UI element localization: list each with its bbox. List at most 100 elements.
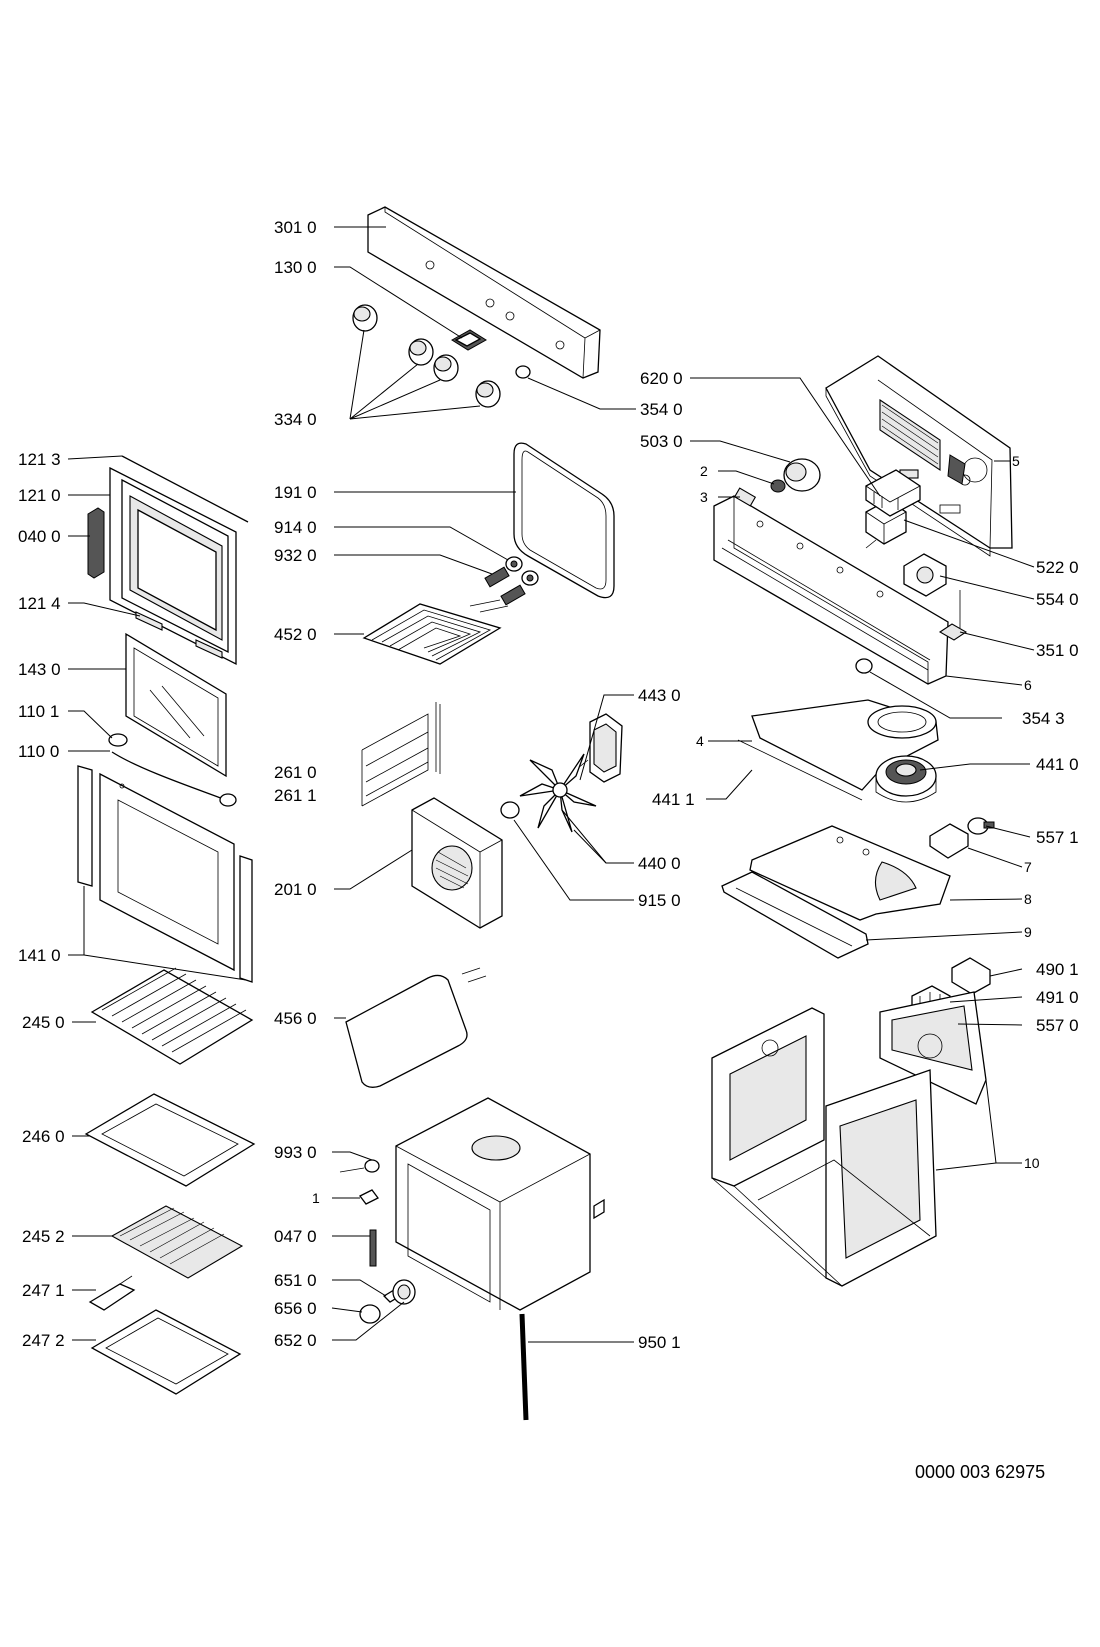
callout-247-1: 247 1 (22, 1281, 65, 1300)
baking-tray-246 (84, 1093, 256, 1187)
bracket-7 (929, 823, 969, 859)
callout-440-0: 440 0 (638, 854, 681, 873)
callout-452-0: 452 0 (274, 625, 317, 644)
callout-652-0: 652 0 (274, 1331, 317, 1350)
callout-620-0: 620 0 (640, 369, 683, 388)
part-490-1 (951, 957, 991, 995)
callout-7: 7 (1024, 859, 1032, 875)
clip-1 (359, 1189, 379, 1205)
callout-441-0: 441 0 (1036, 755, 1079, 774)
callout-522-0: 522 0 (1036, 558, 1079, 577)
callout-490-1: 490 1 (1036, 960, 1079, 979)
door-seal-110 (111, 751, 237, 807)
door-lock-993 (339, 1159, 380, 1173)
callout-456-0: 456 0 (274, 1009, 317, 1028)
callout-354-0: 354 0 (640, 400, 683, 419)
top-cover-electronics (825, 355, 1013, 557)
grill-grid-245-2 (110, 1205, 244, 1279)
callout-351-0: 351 0 (1036, 641, 1079, 660)
callout-191-0: 191 0 (274, 483, 317, 502)
callout-354-3: 354 3 (1022, 709, 1065, 728)
pin-047 (369, 1229, 377, 1267)
callout-110-1: 110 1 (18, 702, 59, 721)
control-knobs (352, 304, 501, 408)
callout-121-4: 121 4 (18, 594, 61, 613)
callout-301-0: 301 0 (274, 218, 317, 237)
callout-10: 10 (1024, 1155, 1040, 1171)
callout-915-0: 915 0 (638, 891, 681, 910)
wire-shelf-245-0 (90, 967, 254, 1065)
thermostat-554 (903, 553, 961, 628)
callout-9: 9 (1024, 924, 1032, 940)
callout-557-1: 557 1 (1036, 828, 1079, 847)
indicator-switch (451, 329, 487, 351)
control-panel-fascia (367, 206, 601, 379)
fan-441 (875, 755, 937, 803)
seal-strip-950 (519, 1313, 529, 1421)
leader-lines (67, 226, 1035, 1343)
callout-110-0: 110 0 (18, 742, 59, 761)
callout-4: 4 (696, 733, 704, 749)
part-2-bushing (770, 479, 786, 493)
deep-tray-247-2 (90, 1309, 242, 1395)
callout-246-0: 246 0 (22, 1127, 65, 1146)
callout-557-0: 557 0 (1036, 1016, 1079, 1035)
door-gasket-191 (513, 442, 615, 599)
callout-261-0: 261 0 (274, 763, 317, 782)
shelf-rails-261 (361, 702, 441, 807)
callout-047-0: 047 0 (274, 1227, 317, 1246)
tray-handle-247-1 (88, 1275, 136, 1311)
fan-housing-4 (737, 699, 939, 801)
grill-element-452 (362, 599, 509, 665)
callout-141-0: 141 0 (18, 946, 61, 965)
callout-245-0: 245 0 (22, 1013, 65, 1032)
cabinet-shell-10 (711, 991, 987, 1287)
callout-6: 6 (1024, 677, 1032, 693)
door-inner-frame (109, 455, 249, 666)
callout-labels: 301 0 130 0 334 0 354 0 620 0 503 0 2 3 … (18, 218, 1079, 1352)
callout-121-3: 121 3 (18, 450, 61, 469)
callout-656-0: 656 0 (274, 1299, 317, 1318)
callout-245-2: 245 2 (22, 1227, 65, 1246)
button-354-0 (515, 365, 531, 379)
callout-503-0: 503 0 (640, 432, 683, 451)
callout-443-0: 443 0 (638, 686, 681, 705)
hinge-040 (87, 507, 105, 579)
oven-cavity (395, 1097, 605, 1311)
thermostat-557-1 (967, 817, 995, 835)
callout-993-0: 993 0 (274, 1143, 317, 1162)
callout-8: 8 (1024, 891, 1032, 907)
callout-130-0: 130 0 (274, 258, 317, 277)
callout-201-0: 201 0 (274, 880, 317, 899)
part-620-terminal (865, 469, 921, 517)
rear-fan-cover-201 (411, 797, 503, 929)
nut-915 (500, 801, 520, 819)
callout-247-2: 247 2 (22, 1331, 65, 1350)
bottom-plate-8 (749, 825, 951, 921)
lamp-cover-656 (359, 1304, 381, 1324)
lower-element-456 (345, 967, 487, 1088)
spring-932 (484, 566, 526, 606)
callout-932-0: 932 0 (274, 546, 317, 565)
callout-651-0: 651 0 (274, 1271, 317, 1290)
callout-441-1: 441 1 (652, 790, 695, 809)
front-trim-9 (721, 871, 869, 959)
lamp-ring-652 (392, 1279, 416, 1305)
callout-334-0: 334 0 (274, 410, 317, 429)
door-glass-143 (125, 632, 227, 778)
callout-950-1: 950 1 (638, 1333, 681, 1352)
callout-261-1: 261 1 (274, 786, 317, 805)
callout-040-0: 040 0 (18, 527, 61, 546)
callout-5: 5 (1012, 453, 1020, 469)
callout-554-0: 554 0 (1036, 590, 1079, 609)
clip-351 (938, 623, 968, 641)
callout-491-0: 491 0 (1036, 988, 1079, 1007)
fan-blade-440 (519, 753, 597, 833)
fan-motor-443 (577, 713, 623, 783)
callout-1: 1 (312, 1190, 320, 1206)
callout-121-0: 121 0 (18, 486, 61, 505)
document-number: 0000 003 62975 (915, 1462, 1046, 1482)
callout-3: 3 (700, 489, 708, 505)
callout-2: 2 (700, 463, 708, 479)
